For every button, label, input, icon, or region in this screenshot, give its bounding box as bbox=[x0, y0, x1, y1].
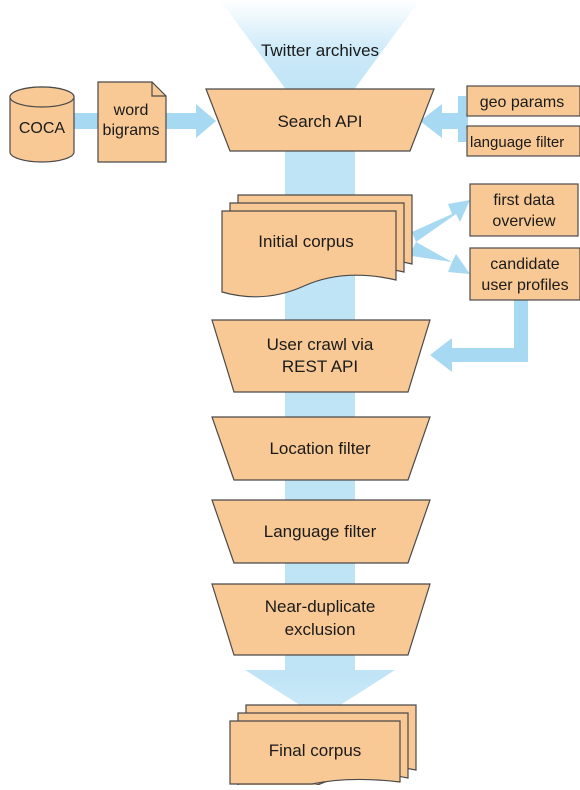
near-duplicate-line-2: exclusion bbox=[285, 620, 356, 639]
final-corpus-node: Final corpus bbox=[229, 704, 417, 790]
bigrams-line-1: word bbox=[113, 102, 149, 119]
coca-database: COCA bbox=[9, 86, 75, 163]
coca-label: COCA bbox=[19, 120, 66, 137]
main-flow-arrowhead bbox=[245, 670, 395, 718]
initial-corpus-label: Initial corpus bbox=[258, 232, 353, 251]
language-filter-label: Language filter bbox=[264, 522, 377, 541]
coca-arrow bbox=[74, 113, 98, 129]
near-duplicate-line-1: Near-duplicate bbox=[265, 597, 376, 616]
document-icon bbox=[97, 81, 167, 163]
near-duplicate-node: Near-duplicate exclusion bbox=[211, 583, 431, 656]
location-filter-node: Location filter bbox=[211, 416, 431, 481]
profiles-arrow bbox=[412, 242, 470, 274]
word-bigrams-document: word bigrams bbox=[97, 81, 167, 163]
filters-arrow-head bbox=[420, 104, 442, 138]
source-funnel bbox=[220, 0, 420, 95]
overview-line-2: overview bbox=[492, 213, 556, 230]
language-filter-side-label: language filter bbox=[470, 134, 564, 151]
language-filter-box: language filter bbox=[466, 125, 580, 157]
geo-params-box: geo params bbox=[466, 85, 580, 117]
document-stack-icon bbox=[221, 210, 397, 298]
source-label: Twitter archives bbox=[261, 41, 379, 60]
language-filter-node: Language filter bbox=[211, 499, 431, 564]
bigrams-arrow-head bbox=[196, 104, 216, 138]
user-crawl-line-1: User crawl via bbox=[267, 335, 374, 354]
search-api-node: Search API bbox=[205, 88, 435, 152]
profiles-line-2: user profiles bbox=[481, 277, 568, 294]
return-arrow-vertical bbox=[514, 298, 528, 360]
candidate-profiles-box: candidate user profiles bbox=[469, 247, 580, 301]
overview-arrow bbox=[412, 200, 470, 242]
return-arrow-head bbox=[430, 338, 452, 372]
overview-line-1: first data bbox=[493, 192, 554, 209]
return-arrow-horizontal bbox=[450, 348, 528, 362]
geo-params-label: geo params bbox=[480, 94, 565, 111]
user-crawl-line-2: REST API bbox=[282, 357, 358, 376]
bigrams-line-2: bigrams bbox=[103, 122, 160, 139]
filters-connector bbox=[458, 96, 466, 142]
location-filter-label: Location filter bbox=[269, 439, 370, 458]
initial-corpus-node: Initial corpus bbox=[221, 194, 413, 298]
first-data-overview-box: first data overview bbox=[469, 183, 579, 237]
final-corpus-label: Final corpus bbox=[269, 741, 362, 760]
profiles-line-1: candidate bbox=[490, 256, 559, 273]
search-api-label: Search API bbox=[277, 112, 362, 131]
bigrams-arrow-shaft bbox=[166, 113, 198, 129]
document-stack-icon bbox=[229, 720, 401, 785]
user-crawl-node: User crawl via REST API bbox=[211, 319, 431, 393]
